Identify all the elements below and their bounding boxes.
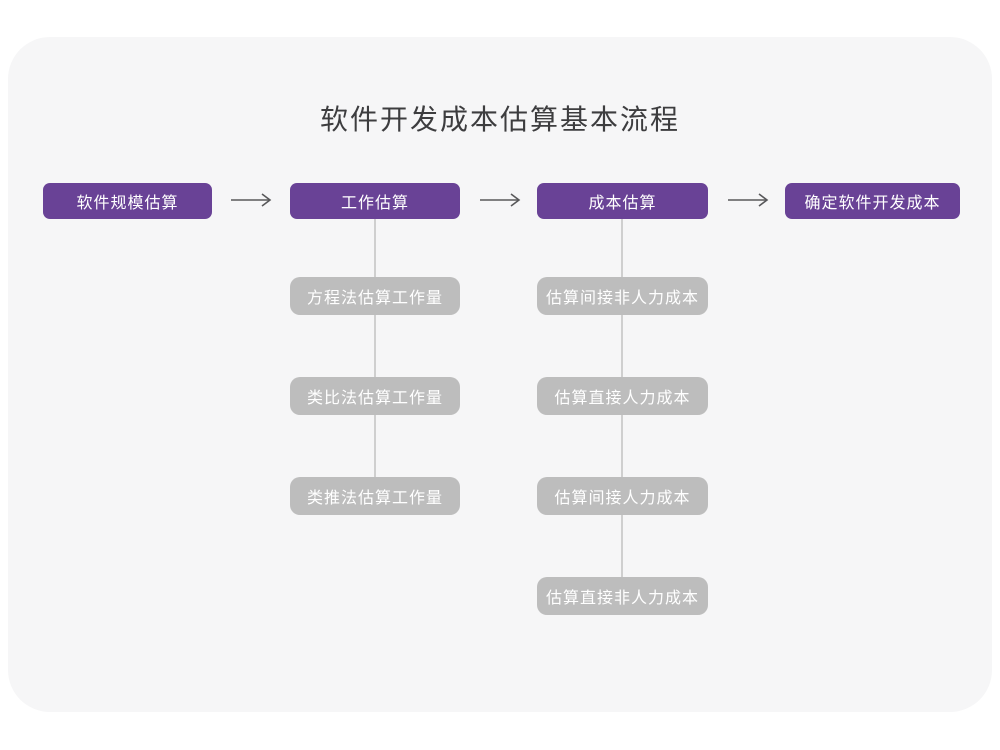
- arrow-right-icon: [231, 193, 272, 207]
- work-step-box-analogy-method: 类比法估算工作量: [290, 377, 460, 415]
- stage-box-work-estimation: 工作估算: [290, 183, 460, 219]
- stage-label: 工作估算: [340, 195, 409, 212]
- step-label: 估算间接人力成本: [554, 490, 691, 507]
- work-step-box-equation-method: 方程法估算工作量: [290, 277, 460, 315]
- step-label: 类比法估算工作量: [306, 390, 443, 407]
- stage-label: 确定软件开发成本: [804, 195, 941, 212]
- step-label: 估算直接人力成本: [554, 390, 691, 407]
- arrow-right-icon: [728, 193, 769, 207]
- step-label: 估算间接非人力成本: [545, 290, 699, 307]
- cost-step-box-indirect-non-labor: 估算间接非人力成本: [537, 277, 708, 315]
- cost-step-box-direct-non-labor: 估算直接非人力成本: [537, 577, 708, 615]
- stage-box-cost-estimation: 成本估算: [537, 183, 708, 219]
- diagram-card: [8, 37, 992, 712]
- step-label: 方程法估算工作量: [306, 290, 443, 307]
- work-step-box-extrapolation-method: 类推法估算工作量: [290, 477, 460, 515]
- arrow-right-icon: [480, 193, 521, 207]
- step-label: 估算直接非人力成本: [545, 590, 699, 607]
- connector-line-work-estimation: [374, 219, 376, 479]
- stage-box-software-scale-estimation: 软件规模估算: [43, 183, 212, 219]
- diagram-title: 软件开发成本估算基本流程: [319, 104, 680, 135]
- stage-box-determine-development-cost: 确定软件开发成本: [785, 183, 960, 219]
- cost-step-box-direct-labor: 估算直接人力成本: [537, 377, 708, 415]
- stage-label: 成本估算: [588, 195, 657, 212]
- stage-label: 软件规模估算: [76, 195, 179, 212]
- cost-step-box-indirect-labor: 估算间接人力成本: [537, 477, 708, 515]
- step-label: 类推法估算工作量: [306, 490, 443, 507]
